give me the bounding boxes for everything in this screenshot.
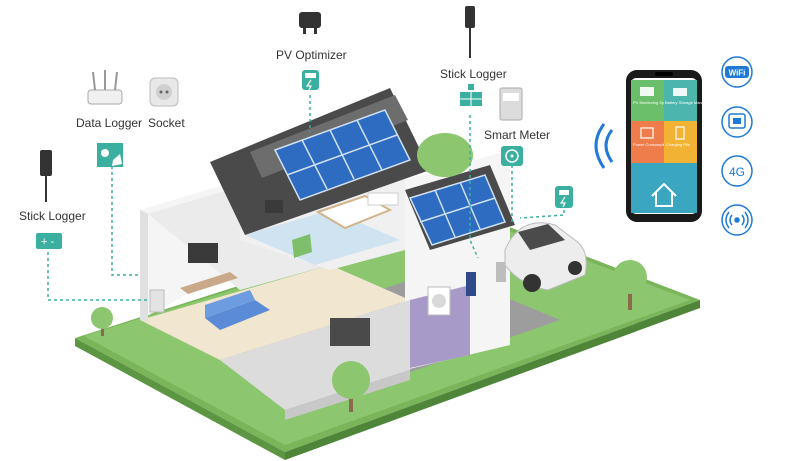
tree-right	[613, 260, 647, 310]
phone-tile-power-consumption[interactable]: Power Consumption	[631, 121, 669, 163]
tree-front	[332, 361, 370, 412]
stick-logger-top-label: Stick Logger	[440, 67, 507, 81]
connectivity-ethernet	[721, 106, 753, 138]
car	[504, 222, 587, 292]
smart-meter-badge-icon	[501, 146, 523, 166]
connectivity-label: WiFi	[729, 69, 746, 78]
stick-logger-left-badge-icon: + -	[36, 233, 62, 249]
phone-tile-pv-monitoring[interactable]: PV Monitoring System	[631, 80, 673, 121]
solar-panel-icon	[640, 87, 654, 96]
data-logger-label: Data Logger	[76, 116, 143, 130]
stick-logger-top-device-icon	[465, 6, 475, 58]
ethernet-icon	[728, 113, 746, 129]
battery-icon	[673, 88, 687, 96]
pv-optimizer-label: PV Optimizer	[276, 48, 347, 62]
smartphone: PV Monitoring System Battery Storage Man…	[626, 70, 718, 222]
phone-tile-label: PV Monitoring System	[633, 100, 673, 105]
interior-furniture	[149, 192, 506, 346]
connectivity-4g: 4G	[721, 155, 753, 187]
solar-panels-main	[273, 109, 412, 201]
phone-tile-label: Power Consumption	[633, 142, 669, 147]
stick-logger-left-label: Stick Logger	[19, 209, 86, 223]
signal-waves-icon	[594, 123, 614, 169]
pv-optimizer-badge-icon	[302, 70, 319, 91]
pv-optimizer-device-icon	[299, 12, 321, 34]
charger-icon	[675, 126, 685, 140]
tree-left	[91, 307, 113, 336]
smart-meter-label: Smart Meter	[484, 128, 551, 142]
stick-logger-left-device-icon	[40, 150, 52, 202]
solar-panels-garage	[408, 174, 507, 246]
phone-tile-label: Battery Storage Management	[665, 100, 718, 105]
stick-logger-top-badge-icon	[460, 84, 482, 106]
4g-icon	[721, 155, 753, 187]
home-icon	[651, 182, 677, 207]
ev-charger-badge-icon	[555, 186, 573, 208]
connectivity-label: 4G	[729, 165, 745, 179]
connectivity-wifi: WiFi	[721, 56, 753, 88]
phone-tile-label: Charging Pile	[666, 142, 691, 147]
connectivity-wireless	[721, 204, 753, 236]
tree-back	[417, 133, 473, 177]
socket-label: Socket	[148, 116, 185, 130]
svg-text:+ -: + -	[41, 236, 54, 248]
wireless-signal-icon	[725, 211, 749, 229]
plug-icon	[640, 127, 654, 139]
phone-tile-battery-storage[interactable]: Battery Storage Management	[664, 80, 718, 121]
wifi-icon	[725, 66, 749, 78]
data-logger-badge-icon	[97, 143, 123, 167]
socket-device-icon	[149, 77, 179, 107]
phone-home-tile[interactable]	[631, 163, 697, 213]
smart-meter-device-icon	[499, 87, 523, 121]
connection-lines	[47, 95, 565, 301]
phone-tile-charging-pile[interactable]: Charging Pile	[664, 121, 697, 163]
data-logger-device-icon	[87, 70, 123, 105]
